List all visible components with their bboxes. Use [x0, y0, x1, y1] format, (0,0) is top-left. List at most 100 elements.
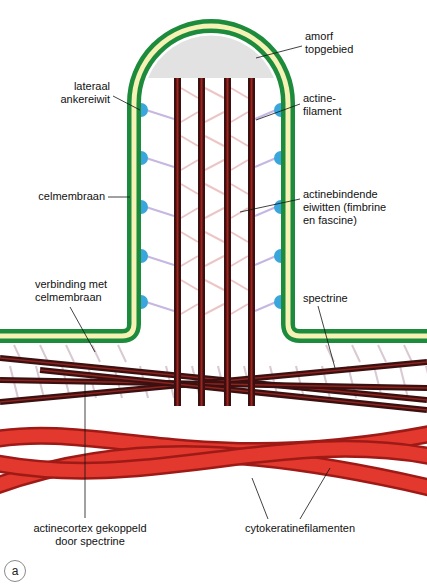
leader-line: [252, 478, 268, 519]
leader-lines: [70, 46, 335, 519]
figure-letter-circle: a: [4, 560, 26, 582]
actin-filaments: [174, 78, 255, 406]
part-label: verbinding met celmembraan: [35, 278, 135, 304]
leader-line: [300, 468, 330, 519]
cell-membrane: [0, 26, 427, 336]
anchor-protein: [141, 151, 148, 165]
fimbrin-link: [231, 256, 248, 266]
fimbrin-link: [231, 112, 248, 122]
anchor-protein: [274, 151, 281, 165]
fimbrin-link: [231, 232, 248, 242]
part-label: actinebindende eiwitten (fimbrine en fas…: [303, 188, 399, 228]
anchor-link: [146, 256, 174, 265]
fimbrin-link: [181, 112, 198, 122]
part-label: actine- filament: [303, 92, 342, 118]
anchor-link: [255, 110, 276, 119]
membrane-link: [404, 345, 412, 362]
part-label: actinecortex gekoppeld door spectrine: [25, 522, 155, 548]
anchor-link: [255, 256, 276, 265]
actin-highlight: [177, 78, 179, 406]
fimbrin-link: [231, 88, 248, 98]
actin-highlight: [201, 78, 203, 406]
leader-line: [70, 307, 95, 352]
cortex-filament: [0, 362, 427, 402]
part-label: celmembraan: [38, 190, 105, 203]
leader-line: [240, 199, 300, 212]
leader-line: [318, 306, 335, 368]
part-label: cytokeratinefilamenten: [245, 522, 355, 535]
actin-filament: [248, 78, 255, 406]
anchor-protein: [141, 200, 148, 214]
figure-letter: a: [12, 565, 19, 577]
anchor-link: [255, 158, 276, 167]
cortex-filament: [40, 370, 427, 410]
membrane-link: [92, 345, 100, 362]
spectrin-link: [426, 366, 427, 398]
fimbrin-link: [181, 208, 198, 218]
leader-line: [113, 96, 140, 110]
fimbrin-link: [205, 280, 224, 290]
fimbrin-link: [181, 280, 198, 290]
fimbrin-link: [205, 112, 224, 122]
fimbrin-link: [231, 304, 248, 314]
cortex-highlight: [0, 362, 427, 402]
keratin-band: [0, 449, 427, 471]
membrane-link: [118, 345, 126, 362]
fimbrin-link: [181, 256, 198, 266]
leader-line: [256, 46, 302, 58]
fimbrin-link: [205, 184, 224, 194]
anchor-link: [146, 302, 174, 311]
anchor-link: [146, 158, 174, 167]
fimbrin-link: [205, 88, 224, 98]
anchor-protein: [274, 103, 281, 117]
leader-line: [256, 104, 300, 120]
fimbrin-link: [181, 88, 198, 98]
fimbrin-link: [205, 304, 224, 314]
anchor-protein: [141, 295, 148, 309]
membrane-link: [352, 345, 360, 362]
fimbrin-link: [231, 160, 248, 170]
fimbrin-link: [181, 160, 198, 170]
actin-filament: [198, 78, 205, 406]
anchor-protein: [274, 295, 281, 309]
leader-line: [85, 383, 86, 518]
fimbrin-link: [231, 136, 248, 146]
fimbrin-link: [181, 136, 198, 146]
fimbrin-link: [205, 160, 224, 170]
anchor-proteins: [141, 103, 281, 309]
actin-highlight: [251, 78, 253, 406]
spectrin-link: [400, 366, 408, 398]
fimbrin-link: [181, 232, 198, 242]
part-label: spectrine: [303, 292, 348, 305]
actin-highlight: [227, 78, 229, 406]
fimbrin-link: [205, 208, 224, 218]
membrane-link: [66, 345, 74, 362]
cytokeratin-filaments: [0, 432, 427, 490]
anchor-protein: [274, 200, 281, 214]
anchor-protein: [141, 103, 148, 117]
crosslinks: [146, 88, 276, 314]
actin-filament: [224, 78, 231, 406]
anchor-protein: [274, 249, 281, 263]
fimbrin-link: [205, 256, 224, 266]
fimbrin-link: [231, 184, 248, 194]
membrane-link: [378, 345, 386, 362]
amorphous-tip: [148, 36, 274, 78]
anchor-link: [146, 110, 174, 119]
fimbrin-link: [205, 232, 224, 242]
leader-line: [108, 197, 130, 198]
part-label: lateraal ankereiwit: [60, 80, 110, 106]
anchor-link: [255, 302, 276, 311]
part-label: amorf topgebied: [305, 30, 353, 56]
actin-cortex: [0, 358, 427, 410]
cortex-highlight: [40, 370, 427, 410]
fimbrin-link: [231, 208, 248, 218]
anchor-protein: [141, 249, 148, 263]
anchor-link: [146, 207, 174, 216]
actin-filament: [174, 78, 181, 406]
keratin-band: [0, 449, 427, 471]
fimbrin-link: [181, 184, 198, 194]
fimbrin-link: [205, 136, 224, 146]
fimbrin-link: [231, 280, 248, 290]
fimbrin-link: [181, 304, 198, 314]
